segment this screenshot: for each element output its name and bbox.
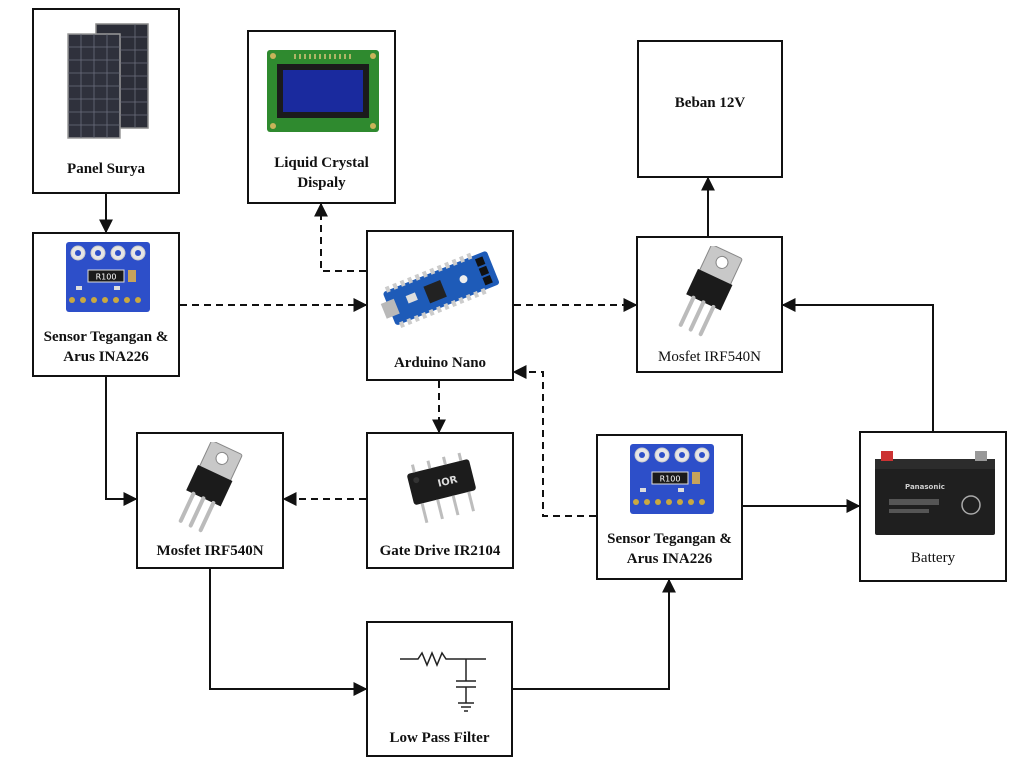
- block-mosfet-load: Mosfet IRF540N: [636, 236, 783, 373]
- lc-filter-icon: [400, 651, 486, 712]
- lcd-display-icon: [267, 50, 379, 132]
- sensor-output-label-line2: Arus INA226: [626, 551, 713, 567]
- battery-brand: Panasonic: [905, 483, 945, 491]
- mosfet-load-label: Mosfet IRF540N: [658, 349, 761, 365]
- battery-icon: Panasonic: [875, 451, 995, 535]
- block-solar-panel: Panel Surya: [32, 8, 180, 194]
- ina226-sensor-icon: R100: [630, 444, 714, 514]
- block-mosfet-converter: Mosfet IRF540N: [136, 432, 284, 569]
- sensor-input-label-line2: Arus INA226: [63, 349, 149, 365]
- block-sensor-input: R100 Sensor Tegangan & Arus INA226: [32, 232, 180, 377]
- line-filter-to-sensor-output: [513, 578, 676, 690]
- lcd-label-line1: Liquid Crystal: [274, 155, 369, 171]
- low-pass-filter-label: Low Pass Filter: [389, 730, 490, 746]
- line-sensor-to-mosfet-converter: [105, 377, 138, 506]
- block-arduino: Arduino Nano: [366, 230, 514, 381]
- ir2104-chip-icon: IOR: [407, 452, 476, 524]
- mosfet-converter-label: Mosfet IRF540N: [156, 543, 264, 559]
- sensor-input-label-line1: Sensor Tegangan &: [43, 329, 169, 345]
- load-label: Beban 12V: [674, 95, 746, 111]
- gate-driver-label: Gate Drive IR2104: [379, 543, 501, 559]
- lcd-label-line2: Dispaly: [297, 175, 346, 191]
- ina226-sensor-icon: R100: [66, 242, 150, 312]
- block-low-pass-filter: Low Pass Filter: [366, 621, 513, 757]
- block-sensor-output: R100 Sensor Tegangan & Arus INA226: [596, 434, 743, 580]
- block-lcd: Liquid Crystal Dispaly: [247, 30, 396, 204]
- arduino-nano-icon: [380, 251, 500, 329]
- mosfet-icon: [178, 442, 243, 533]
- block-load: Beban 12V: [637, 40, 783, 178]
- resistor-marking: R100: [96, 273, 117, 282]
- line-mosfet-to-filter: [209, 569, 368, 696]
- line-battery-to-mosfet: [781, 298, 934, 431]
- line-arduino-to-lcd: [314, 202, 366, 272]
- solar-panel-icon: [67, 23, 149, 139]
- ir-marking: IOR: [437, 474, 459, 490]
- block-battery: Panasonic Battery: [859, 431, 1007, 582]
- mosfet-icon: [678, 246, 743, 337]
- battery-label: Battery: [910, 550, 956, 566]
- sensor-output-label-line1: Sensor Tegangan &: [607, 531, 732, 547]
- arduino-label: Arduino Nano: [393, 355, 487, 371]
- resistor-marking: R100: [660, 475, 681, 484]
- line-sensor-output-to-arduino: [512, 365, 596, 517]
- block-gate-driver: IOR Gate Drive IR2104: [366, 432, 514, 569]
- solar-panel-label: Panel Surya: [67, 161, 145, 177]
